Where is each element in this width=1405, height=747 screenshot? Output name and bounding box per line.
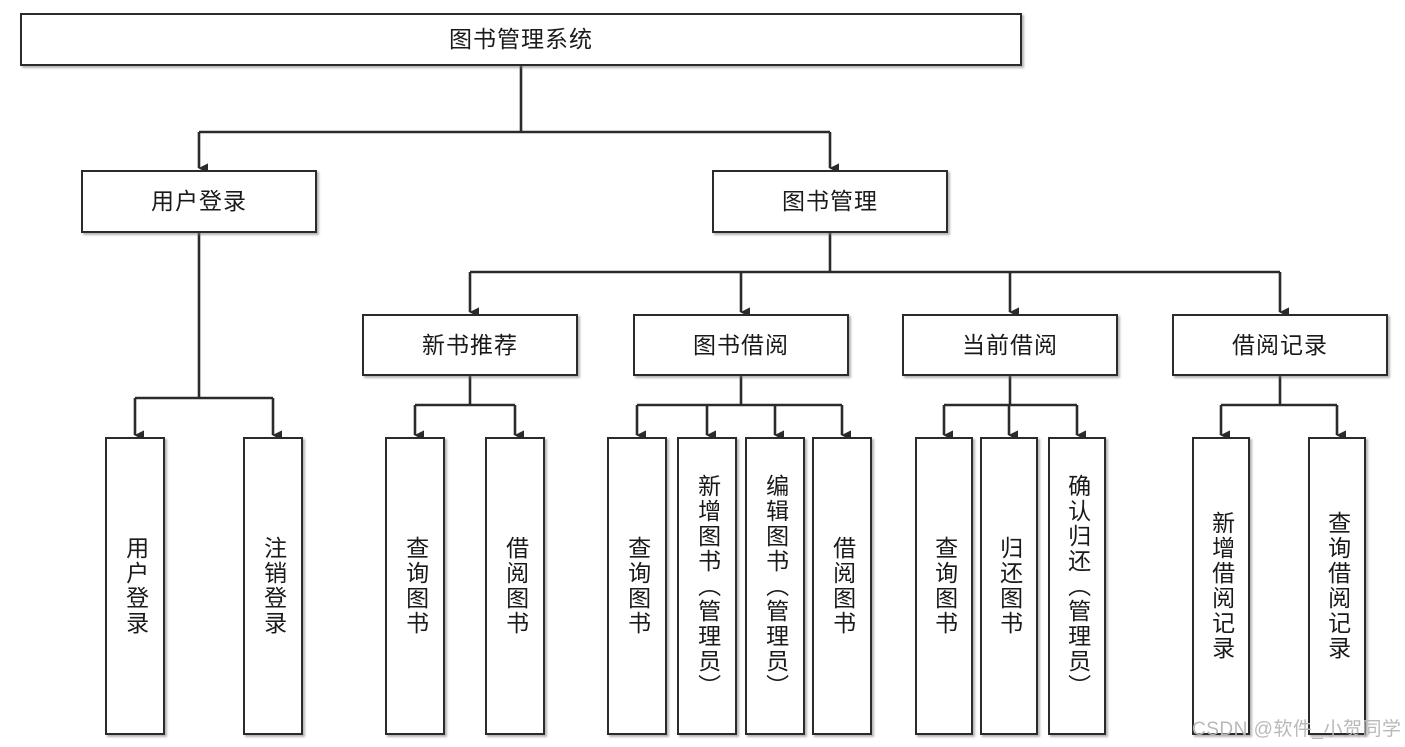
node-label: 查询图书 <box>624 536 651 636</box>
node-leaf-confirm-return: 确认归还（管理员） <box>1048 437 1106 735</box>
node-leaf-borrow-book-1: 借阅图书 <box>485 437 545 735</box>
node-l2-book-mgmt: 图书管理 <box>712 170 948 233</box>
node-label: 确认归还（管理员） <box>1064 473 1091 699</box>
node-label: 当前借阅 <box>962 331 1058 358</box>
node-l3-borrow-record: 借阅记录 <box>1172 314 1388 376</box>
node-label: 用户登录 <box>122 536 149 636</box>
node-label: 借阅图书 <box>829 536 856 636</box>
node-leaf-query-book-1: 查询图书 <box>385 437 445 735</box>
node-label: 借阅记录 <box>1232 331 1328 358</box>
node-label: 编辑图书（管理员） <box>762 473 789 699</box>
node-label: 查询借阅记录 <box>1324 511 1351 661</box>
node-label: 查询图书 <box>931 536 958 636</box>
node-label: 新增图书（管理员） <box>694 473 721 699</box>
node-label: 注销登录 <box>260 536 287 636</box>
node-leaf-borrow-book-2: 借阅图书 <box>812 437 872 735</box>
node-label: 图书借阅 <box>693 331 789 358</box>
node-l3-current-borrow: 当前借阅 <box>902 314 1118 376</box>
node-label: 新增借阅记录 <box>1208 511 1235 661</box>
node-label: 图书管理系统 <box>449 26 593 53</box>
node-l3-new-book-rec: 新书推荐 <box>362 314 578 376</box>
node-leaf-query-book-2: 查询图书 <box>607 437 667 735</box>
node-l2-user-login: 用户登录 <box>81 170 317 233</box>
node-label: 图书管理 <box>782 188 878 215</box>
csdn-watermark: CSDN @软件_小贺同学 <box>1192 719 1402 740</box>
node-leaf-query-record: 查询借阅记录 <box>1308 437 1366 735</box>
node-l3-book-borrow: 图书借阅 <box>633 314 849 376</box>
node-root: 图书管理系统 <box>20 13 1022 66</box>
node-leaf-return-book: 归还图书 <box>980 437 1038 735</box>
node-leaf-query-book-3: 查询图书 <box>915 437 973 735</box>
node-label: 新书推荐 <box>422 331 518 358</box>
node-label: 查询图书 <box>402 536 429 636</box>
node-leaf-add-record: 新增借阅记录 <box>1192 437 1250 735</box>
node-label: 借阅图书 <box>502 536 529 636</box>
node-leaf-logout: 注销登录 <box>243 437 303 735</box>
node-leaf-user-login: 用户登录 <box>105 437 165 735</box>
node-leaf-edit-book: 编辑图书（管理员） <box>745 437 805 735</box>
node-label: 用户登录 <box>151 188 247 215</box>
node-leaf-add-book: 新增图书（管理员） <box>677 437 737 735</box>
node-label: 归还图书 <box>996 536 1023 636</box>
